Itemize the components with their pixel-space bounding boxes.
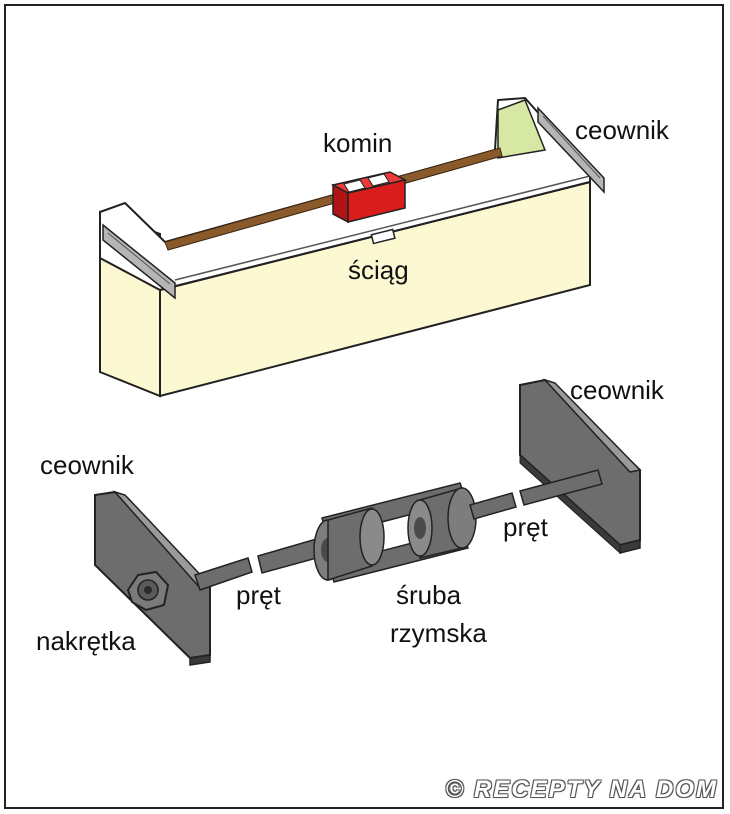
turnbuckle-body: [313, 482, 477, 583]
wall-channel-left: [102, 223, 176, 300]
wall-green-end: [497, 99, 547, 159]
label-ceownik-top: ceownik: [575, 115, 669, 145]
left-rod-stub: [194, 557, 253, 591]
sciag-clip: [370, 228, 396, 245]
label-sciag: ściąg: [348, 255, 409, 285]
wall-assembly: [99, 96, 605, 398]
label-rzymska: rzymska: [390, 618, 487, 648]
nut: [126, 570, 170, 612]
watermark: © RECEPTY NA DOM: [445, 776, 718, 803]
figure-frame: [4, 4, 724, 809]
right-rod-stub: [519, 469, 603, 506]
right-channel-steel: [519, 378, 642, 555]
label-komin: komin: [323, 128, 393, 158]
label-sruba: śruba: [396, 580, 462, 610]
right-rod: [469, 492, 517, 520]
wall-edge-line-2: [174, 175, 591, 281]
label-ceownik-right: ceownik: [570, 375, 664, 405]
label-pret-left: pręt: [236, 580, 281, 610]
label-nakretka: nakrętka: [36, 626, 136, 656]
wall-channel-right: [537, 106, 605, 194]
label-pret-right: pręt: [503, 512, 548, 542]
chimney-block: [330, 171, 408, 224]
label-ceownik-left: ceownik: [40, 450, 134, 480]
